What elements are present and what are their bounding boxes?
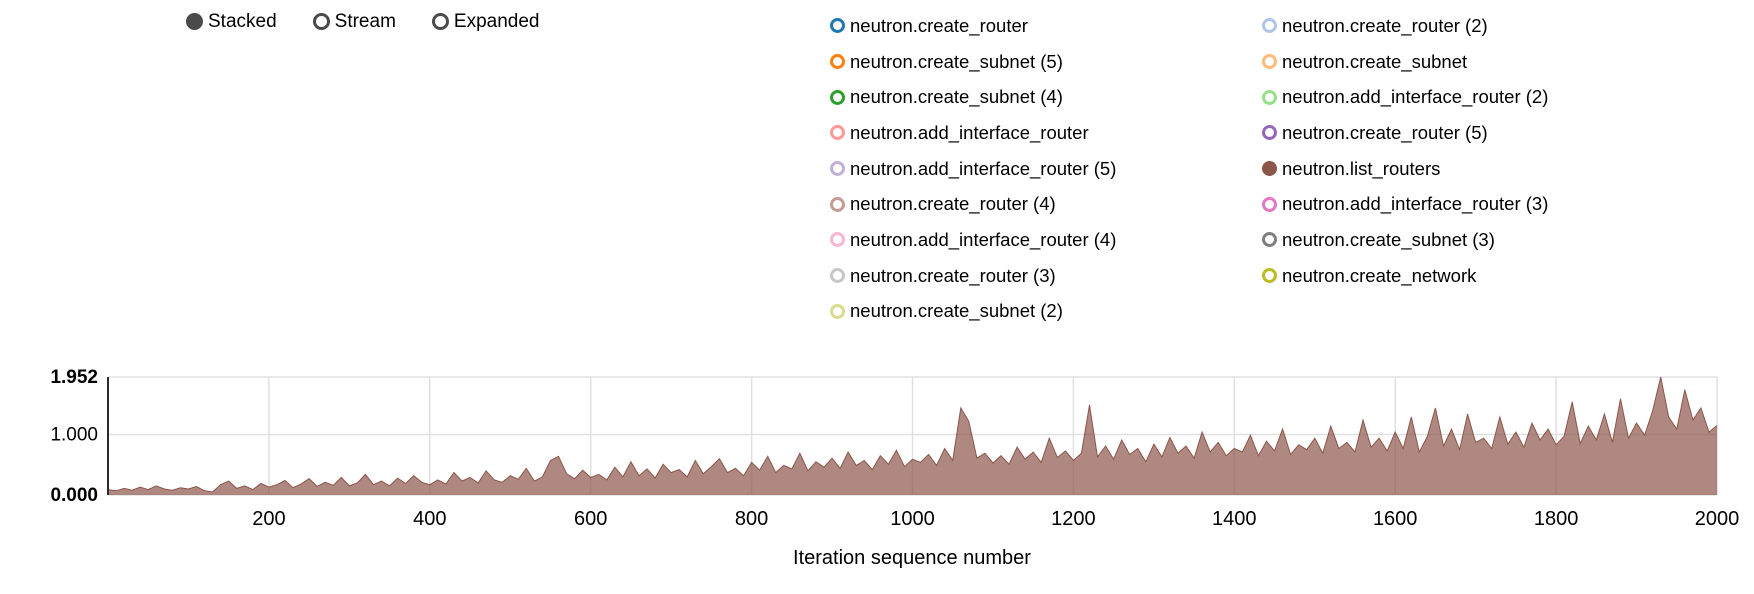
chart-mode-controls: Stacked Stream Expanded [186,12,539,31]
x-tick-label: 1400 [1212,508,1257,530]
chart-mode-option-expanded[interactable]: Expanded [431,11,540,32]
stacked-area-chart[interactable]: 0.000 1.000 1.952 200 400 600 800 1000 1200 1400… [0,330,1754,594]
legend-series-label: neutron.create_subnet (3) [1282,228,1495,250]
x-tick-label: 1800 [1534,508,1579,530]
legend-item[interactable]: neutron.create_router (4) [830,186,1116,222]
legend-series-circle-icon[interactable] [830,196,845,212]
legend-series-circle-icon[interactable] [830,125,845,141]
legend-series-label: neutron.create_router (4) [850,193,1056,215]
x-axis-label: Iteration sequence number [793,547,1031,569]
x-tick-label: 2000 [1695,508,1740,530]
legend-series-label: neutron.create_subnet (5) [850,50,1063,72]
legend-column-1: neutron.create_router neutron.create_subn… [830,8,1116,329]
x-tick-label: 1200 [1051,508,1096,530]
legend-series-circle-icon[interactable] [830,303,845,319]
legend-item[interactable]: neutron.add_interface_router [830,115,1116,151]
legend-series-circle-icon[interactable] [830,161,845,177]
legend-item[interactable]: neutron.create_network [1262,258,1548,294]
x-axis: 200 400 600 800 1000 1200 1400 1600 1800 2000 [252,508,1739,530]
chart-mode-option-stacked[interactable]: Stacked [186,12,277,31]
legend-series-label: neutron.create_router (3) [850,264,1056,286]
legend-item[interactable]: neutron.create_router (3) [830,258,1116,294]
x-tick-label: 800 [735,508,768,530]
x-tick-label: 200 [252,508,285,530]
legend-series-circle-icon[interactable] [830,18,845,34]
legend-series-label: neutron.create_subnet [1282,50,1468,72]
chart-mode-label: Stream [334,11,396,32]
legend-item[interactable]: neutron.create_subnet (2) [830,294,1116,330]
legend-series-circle-icon[interactable] [830,232,845,248]
x-tick-label: 400 [413,508,446,530]
legend-item[interactable]: neutron.create_subnet (5) [830,44,1116,80]
legend-item[interactable]: neutron.add_interface_router (4) [830,222,1116,258]
legend-series-label: neutron.list_routers [1282,157,1441,179]
y-tick-label: 1.952 [50,367,98,388]
legend-item[interactable]: neutron.add_interface_router (2) [1262,79,1548,115]
y-tick-label: 1.000 [50,425,98,446]
legend-item[interactable]: neutron.add_interface_router (5) [830,151,1116,187]
chart-mode-label: Expanded [453,11,540,32]
legend-series-label: neutron.create_subnet (4) [850,86,1063,108]
x-tick-label: 1000 [890,508,935,530]
legend-item[interactable]: neutron.create_router (5) [1262,115,1548,151]
legend-series-circle-icon[interactable] [830,268,845,284]
legend-column-2: neutron.create_router (2) neutron.create_… [1262,8,1548,294]
area-fill[interactable] [108,377,1717,495]
x-tick-label: 600 [574,508,607,530]
legend-item[interactable]: neutron.create_router [830,8,1116,44]
legend-series-circle-icon[interactable] [1262,125,1277,141]
legend-series-circle-icon[interactable] [1262,232,1277,248]
area-top-edge [107,376,1718,493]
legend-series-circle-icon[interactable] [830,89,845,105]
radio-unselected-icon[interactable] [312,13,330,30]
x-tick-label: 1600 [1373,508,1418,530]
legend-series-label: neutron.create_router (5) [1282,121,1488,143]
legend-series-circle-icon[interactable] [1262,89,1277,105]
legend-item[interactable]: neutron.create_subnet (3) [1262,222,1548,258]
legend-item[interactable]: neutron.create_subnet [1262,44,1548,80]
legend-item[interactable]: neutron.create_subnet (4) [830,79,1116,115]
legend-series-circle-icon[interactable] [1262,161,1277,177]
legend-series-label: neutron.add_interface_router (3) [1282,193,1549,215]
legend-item[interactable]: neutron.list_routers [1262,151,1548,187]
legend-series-circle-icon[interactable] [1262,54,1277,70]
chart-mode-label: Stacked [208,11,277,32]
y-tick-label: 0.000 [50,485,98,506]
legend-series-circle-icon[interactable] [1262,268,1277,284]
legend-series-label: neutron.add_interface_router [850,121,1089,143]
list-routers-area-series[interactable] [107,376,1718,495]
legend-series-label: neutron.add_interface_router (4) [850,228,1117,250]
chart-mode-option-stream[interactable]: Stream [312,11,396,32]
legend-series-circle-icon[interactable] [1262,18,1277,34]
legend-item[interactable]: neutron.create_router (2) [1262,8,1548,44]
legend-series-label: neutron.add_interface_router (2) [1282,86,1549,108]
legend-item[interactable]: neutron.add_interface_router (3) [1262,186,1548,222]
legend-series-label: neutron.create_subnet (2) [850,300,1063,322]
legend-series-circle-icon[interactable] [830,54,845,70]
radio-unselected-icon[interactable] [431,13,449,30]
legend-series-label: neutron.add_interface_router (5) [850,157,1117,179]
legend-series-label: neutron.create_router [850,14,1028,36]
legend-series-label: neutron.create_network [1282,264,1477,286]
radio-selected-icon[interactable] [186,13,203,30]
legend-series-circle-icon[interactable] [1262,196,1277,212]
y-axis: 0.000 1.000 1.952 [50,367,109,506]
legend-series-label: neutron.create_router (2) [1282,14,1488,36]
